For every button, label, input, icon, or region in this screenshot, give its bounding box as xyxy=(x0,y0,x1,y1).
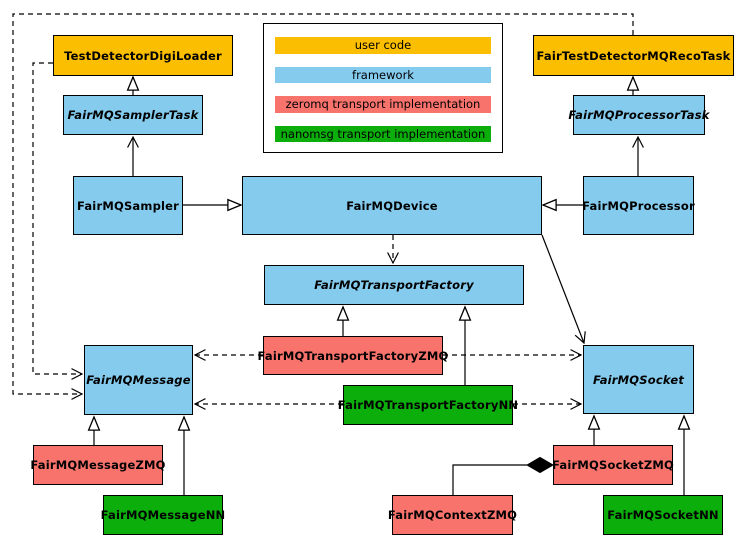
node-fairtestdetectormqrecotask: FairTestDetectorMQRecoTask xyxy=(533,35,734,76)
node-fairmqsampler: FairMQSampler xyxy=(73,176,183,235)
node-fairmqtransportfactory: FairMQTransportFactory xyxy=(264,265,524,305)
node-fairmqmessage: FairMQMessage xyxy=(84,345,193,415)
node-fairmqcontextzmq: FairMQContextZMQ xyxy=(388,495,517,535)
node-fairmqtransportfactorynn: FairMQTransportFactoryNN xyxy=(338,385,518,425)
legend-box: user code framework zeromq transport imp… xyxy=(263,23,503,153)
node-fairmqprocessortask: FairMQProcessorTask xyxy=(568,95,709,135)
legend-item-nanomsg: nanomsg transport implementation xyxy=(275,125,491,142)
node-fairmqmessagezmq: FairMQMessageZMQ xyxy=(30,445,165,485)
node-fairmqdevice: FairMQDevice xyxy=(242,176,542,235)
legend-item-zeromq: zeromq transport implementation xyxy=(275,96,491,113)
legend-item-user-code: user code xyxy=(275,37,491,54)
node-fairmqsocket: FairMQSocket xyxy=(583,345,694,414)
node-fairmqmessagenn: FairMQMessageNN xyxy=(101,495,225,535)
edge-recotask-message-dependency xyxy=(12,13,634,400)
edge-device-socket-arrow xyxy=(541,234,586,345)
node-fairmqsocketnn: FairMQSocketNN xyxy=(603,495,723,535)
node-fairmqsocketzmq: FairMQSocketZMQ xyxy=(552,445,674,485)
edge-digiloader-message-dependency xyxy=(32,62,84,380)
composition-diamond-icon xyxy=(525,456,555,474)
node-fairmqprocessor: FairMQProcessor xyxy=(582,176,695,235)
edge-contextzmq-socketzmq-composition xyxy=(452,464,527,495)
node-testdetectordigiloader: TestDetectorDigiLoader xyxy=(53,35,233,76)
node-fairmqtransportfactoryzmq: FairMQTransportFactoryZMQ xyxy=(258,336,448,375)
node-fairmqsamplertask: FairMQSamplerTask xyxy=(63,95,203,135)
legend-item-framework: framework xyxy=(275,66,491,83)
